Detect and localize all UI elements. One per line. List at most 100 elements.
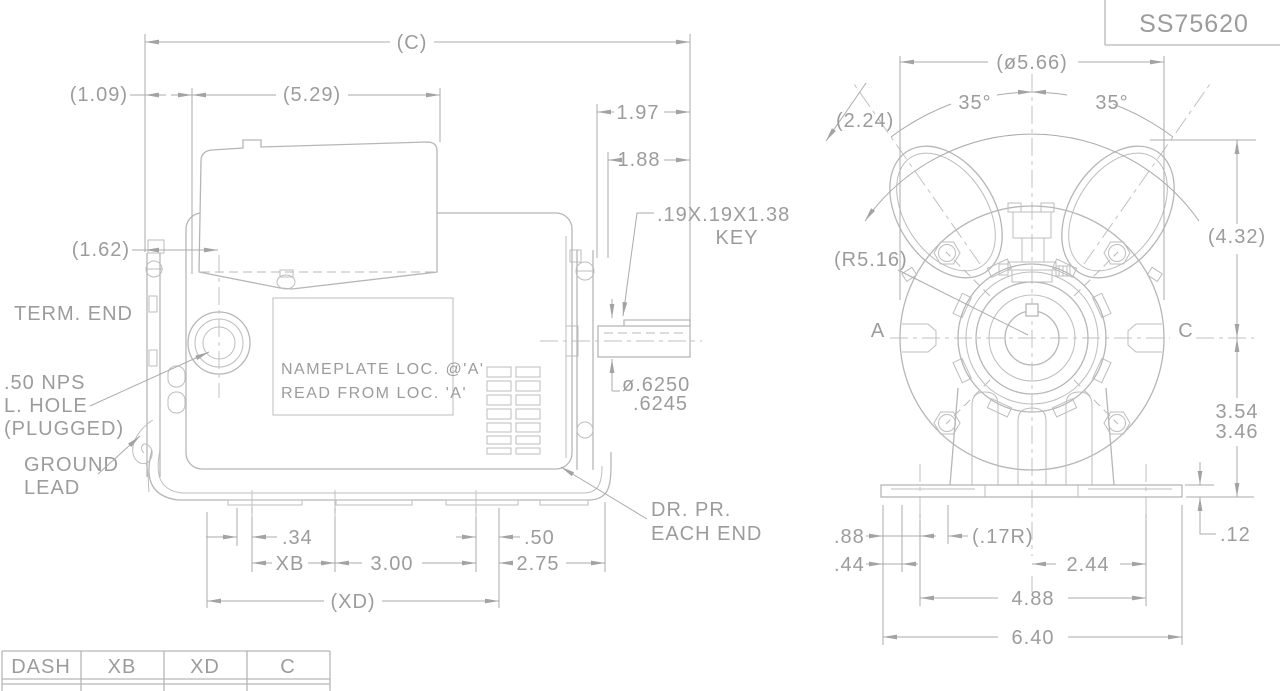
bolt-diagonal	[945, 251, 991, 297]
shaft-hub	[565, 325, 579, 357]
pedestal	[949, 387, 1115, 486]
dim-0-88-label: .88	[834, 526, 865, 548]
nameplate	[272, 297, 454, 416]
drain-line2: EACH END	[651, 523, 762, 545]
key-size-label: .19X.19X1.38	[657, 204, 790, 226]
shaft-dia-min-label: .6245	[633, 393, 688, 415]
dim-4-88-label: 4.88	[1012, 588, 1055, 610]
dim-0-12-label: .12	[1220, 524, 1251, 546]
dim-xd: (XD)	[207, 591, 499, 613]
angle-right-label: 35°	[1095, 92, 1128, 114]
nameplate-line2: READ FROM LOC. 'A'	[281, 385, 467, 402]
conduit-box	[198, 139, 438, 290]
dim-0-12: .12	[1185, 462, 1251, 546]
bolt	[1103, 241, 1131, 265]
angle-left-label: 35°	[958, 92, 991, 114]
dim-1-62-label: (1.62)	[72, 239, 130, 261]
dim-r5-16-label: (R5.16)	[834, 249, 908, 271]
end-view-dimensions: (ø5.66) 35° 35° (2.24) (R5.16) A C	[825, 52, 1266, 649]
ground-lead-note: GROUND LEAD	[24, 435, 141, 499]
dim-4-32-label: (4.32)	[1208, 226, 1266, 248]
drawing-number: SS75620	[1139, 10, 1249, 38]
dim-dia-5-66: (ø5.66)	[899, 52, 1165, 300]
bearing-hub	[952, 258, 1112, 418]
bracket-bolt	[576, 421, 594, 439]
dim-17r-label: (.17R)	[972, 526, 1034, 548]
dim-0-44-label: .44	[834, 554, 865, 576]
nps-hole-boss	[187, 255, 251, 398]
dim-1-97: 1.97	[596, 102, 690, 258]
dim-2-44-label: 2.44	[1067, 554, 1110, 576]
dim-4-32: (4.32)	[1150, 139, 1266, 338]
lead-clip	[167, 391, 186, 414]
nps-line2: L. HOLE	[4, 395, 88, 417]
base-cradle	[148, 449, 612, 506]
foot-pad	[445, 499, 519, 506]
size-table: DASH XB XD C	[1, 650, 331, 691]
drain-line1: DR. PR.	[651, 499, 731, 521]
end-view	[853, 74, 1254, 592]
base-feet	[880, 484, 1183, 498]
dim-0-34-label: .34	[282, 527, 313, 549]
bolt-diagonal	[945, 379, 991, 425]
dim-xd-label: (XD)	[330, 591, 375, 613]
left-boss	[902, 323, 937, 353]
dim-r5-16: (R5.16)	[834, 133, 1200, 336]
dim-1-97-label: 1.97	[617, 102, 660, 124]
dim-2-44: 2.44	[1032, 554, 1146, 576]
dim-xb: XB	[252, 553, 335, 575]
bolt-diagonal	[1073, 251, 1119, 297]
dim-0-88: .88	[834, 526, 936, 548]
dim-1-09-label: (1.09)	[70, 84, 128, 106]
bolt	[933, 241, 961, 265]
nps-line3: (PLUGGED)	[4, 418, 124, 440]
dim-6-40: 6.40	[883, 627, 1182, 649]
left-ear	[889, 145, 1003, 283]
right-ear	[1061, 145, 1175, 283]
cover-screw	[276, 274, 296, 290]
side-view-dimensions: (C) (1.09) (5.29) (1.62) 1.97	[4, 32, 790, 613]
top-clamp-stack	[998, 202, 1071, 283]
dim-5-29-label: (5.29)	[283, 84, 341, 106]
bracket-bolt	[575, 261, 595, 281]
dim-2-75-label: 2.75	[517, 553, 560, 575]
dim-0-50: .50	[456, 527, 554, 549]
dim-4-88: 4.88	[920, 588, 1146, 610]
key-word-label: KEY	[715, 227, 758, 249]
ground-line1: GROUND	[24, 454, 119, 476]
dim-3-00-label: 3.00	[371, 553, 414, 575]
drive-end-bracket	[565, 249, 595, 470]
dim-2-24-label: (2.24)	[836, 110, 894, 132]
dim-5-29: (5.29)	[191, 84, 441, 274]
nps-hole-note: .50 NPS L. HOLE (PLUGGED)	[4, 351, 210, 440]
table-header-xd: XD	[190, 656, 220, 678]
shaft	[597, 319, 691, 358]
dim-3-46-label: 3.46	[1216, 421, 1259, 443]
dim-dia-5-66-label: (ø5.66)	[996, 52, 1067, 74]
vent-grille	[486, 366, 541, 455]
dim-3-54-label: 3.54	[1216, 401, 1259, 423]
dim-2-24: (2.24)	[825, 82, 894, 142]
drain-note: DR. PR. EACH END	[560, 466, 762, 545]
side-c-label: C	[1178, 320, 1193, 342]
dim-1-62: (1.62)	[72, 239, 218, 261]
dim-overall-length: (C)	[144, 32, 691, 322]
hub-tabs	[952, 258, 1112, 418]
bolt-diagonal	[1073, 379, 1119, 425]
bottom-extension-lines	[206, 490, 606, 608]
shaft-dia-max-label: ø.6250	[622, 374, 690, 396]
dim-c-label: (C)	[397, 32, 428, 54]
dim-6-40-label: 6.40	[1012, 627, 1055, 649]
left-35deg-radial	[853, 83, 981, 265]
table-header-xb: XB	[108, 656, 137, 678]
side-view: NAMEPLATE LOC. @'A' READ FROM LOC. 'A'	[132, 139, 702, 506]
dim-1-09: (1.09)	[70, 84, 192, 106]
right-35deg-radial	[1083, 83, 1211, 265]
dim-3-00: 3.00	[335, 553, 476, 575]
lead-clip	[167, 365, 186, 388]
dim-17r: (.17R)	[948, 526, 1034, 548]
dim-0-34: .34	[206, 527, 313, 549]
nps-line1: .50 NPS	[4, 372, 85, 394]
